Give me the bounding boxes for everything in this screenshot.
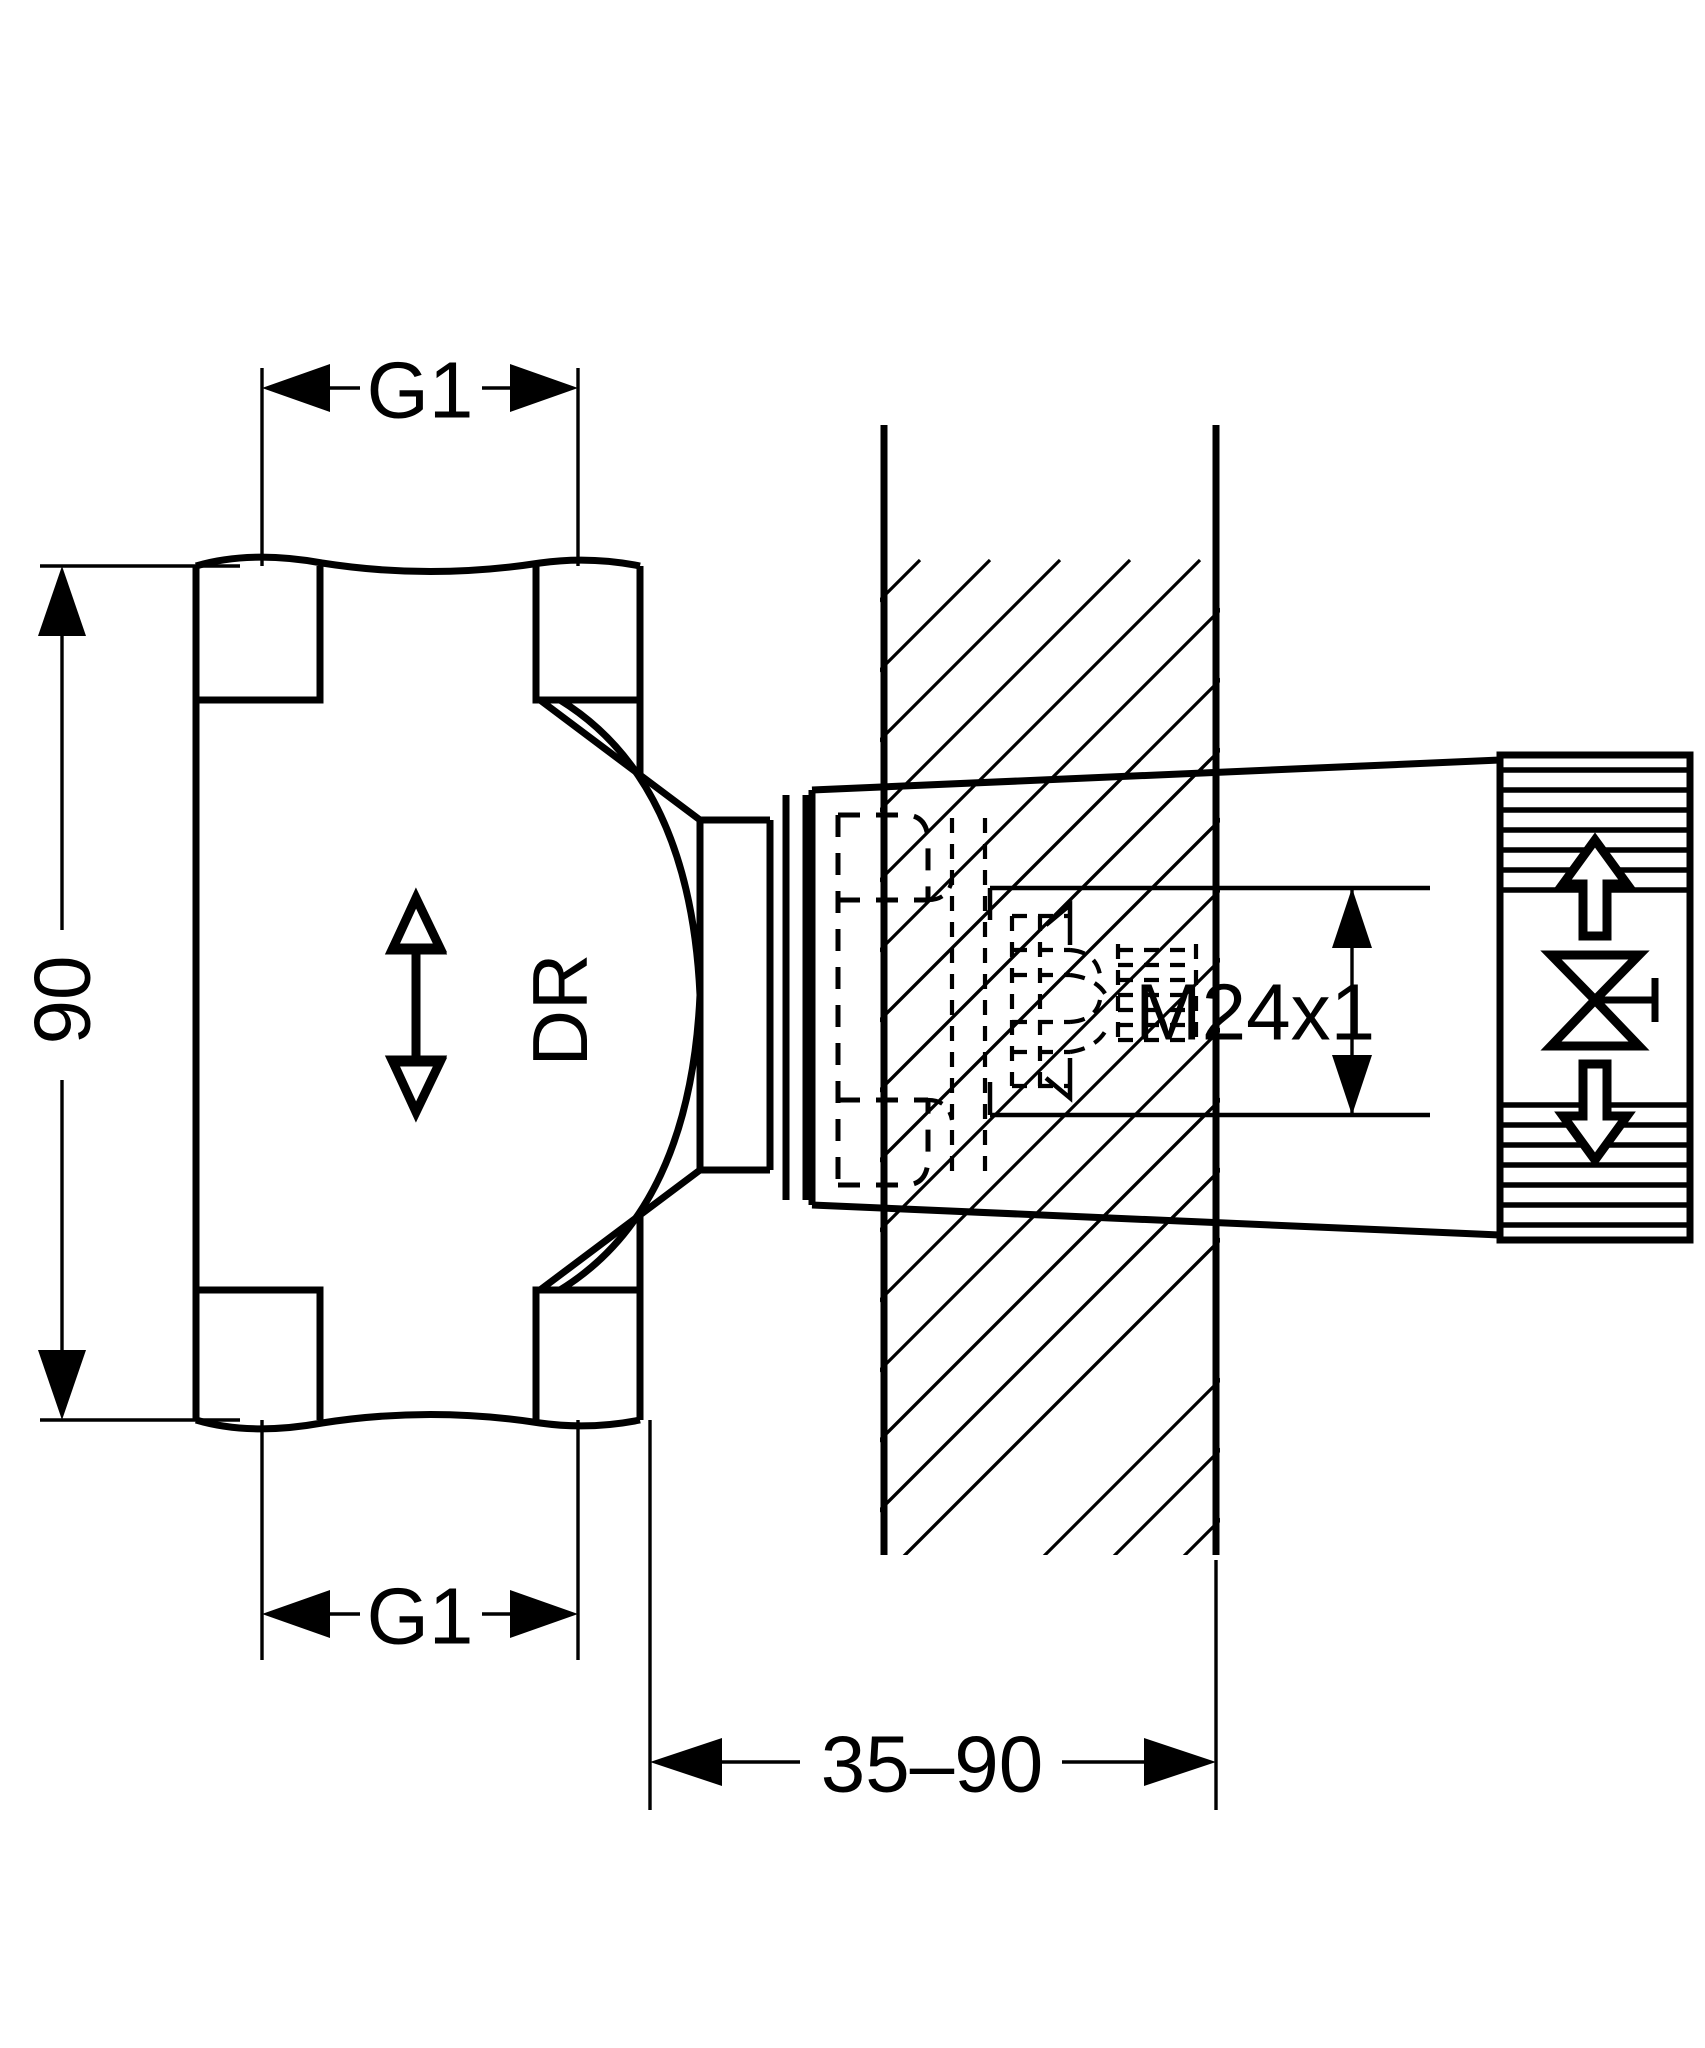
g1-bottom-label: G1 [367,1572,474,1661]
m24-arrow-top-icon [1332,888,1372,948]
dimension-m24x1: M24x1 [1000,886,1390,1117]
hex-nut-lower-bottom-arc [195,1411,641,1433]
spindle-seat-detail [1009,900,1108,1103]
knurled-cap [1496,751,1694,1244]
hex-nut-upper-facet-right [532,566,640,704]
g1-top-label: G1 [367,346,474,435]
wall-hatching [880,558,1220,1555]
body-chamfer-bottom [537,1212,643,1293]
dimension-g1-bottom: G1 [260,1420,580,1661]
knurled-cap-outline [1496,751,1694,1244]
cap-arrow-down-icon [1554,1059,1636,1168]
spindle-thread-block [1115,944,1199,1046]
flow-arrow-tail-fletch [385,1057,448,1123]
depth-label: 35–90 [821,1720,1043,1809]
cap-arrow-up-icon [1554,832,1636,941]
m24-arrow-bottom-icon [1332,1055,1372,1115]
tube-top-outline [811,756,1501,794]
dimension-height-90: 90 [18,564,240,1422]
body-chamfer-top [537,697,643,778]
flow-arrow-head [385,887,448,953]
height-label: 90 [18,956,107,1045]
height-arrow-top-icon [38,566,86,636]
tube-bottom-outline [811,1201,1501,1239]
valve-body: DR [192,553,810,1433]
hex-nut-upper-top-arc [195,553,641,575]
hex-nut-lower-facet-left [192,1286,324,1420]
knurl-bands-upper [1502,767,1688,893]
depth-arrow-left-icon [650,1738,722,1786]
hidden-cartridge-outline [835,812,988,1188]
height-arrow-bottom-icon [38,1350,86,1420]
hex-nut-lower-facet-right [532,1286,640,1420]
g1-top-arrow-right-icon [510,364,578,412]
g1-bottom-arrow-left-icon [262,1590,330,1638]
hex-nut-upper-facet-left [192,566,324,704]
body-shoulder-top [636,700,703,823]
m24-label: M24x1 [1135,968,1375,1057]
body-shoulder-bottom [636,1167,703,1290]
depth-arrow-right-icon [1144,1738,1216,1786]
dimension-g1-top: G1 [260,346,580,566]
g1-bottom-arrow-right-icon [510,1590,578,1638]
body-marking-dr: DR [516,954,604,1067]
outlet-tube [808,756,1501,1239]
dimension-wall-depth: 35–90 [648,1420,1218,1810]
g1-top-arrow-left-icon [262,364,330,412]
